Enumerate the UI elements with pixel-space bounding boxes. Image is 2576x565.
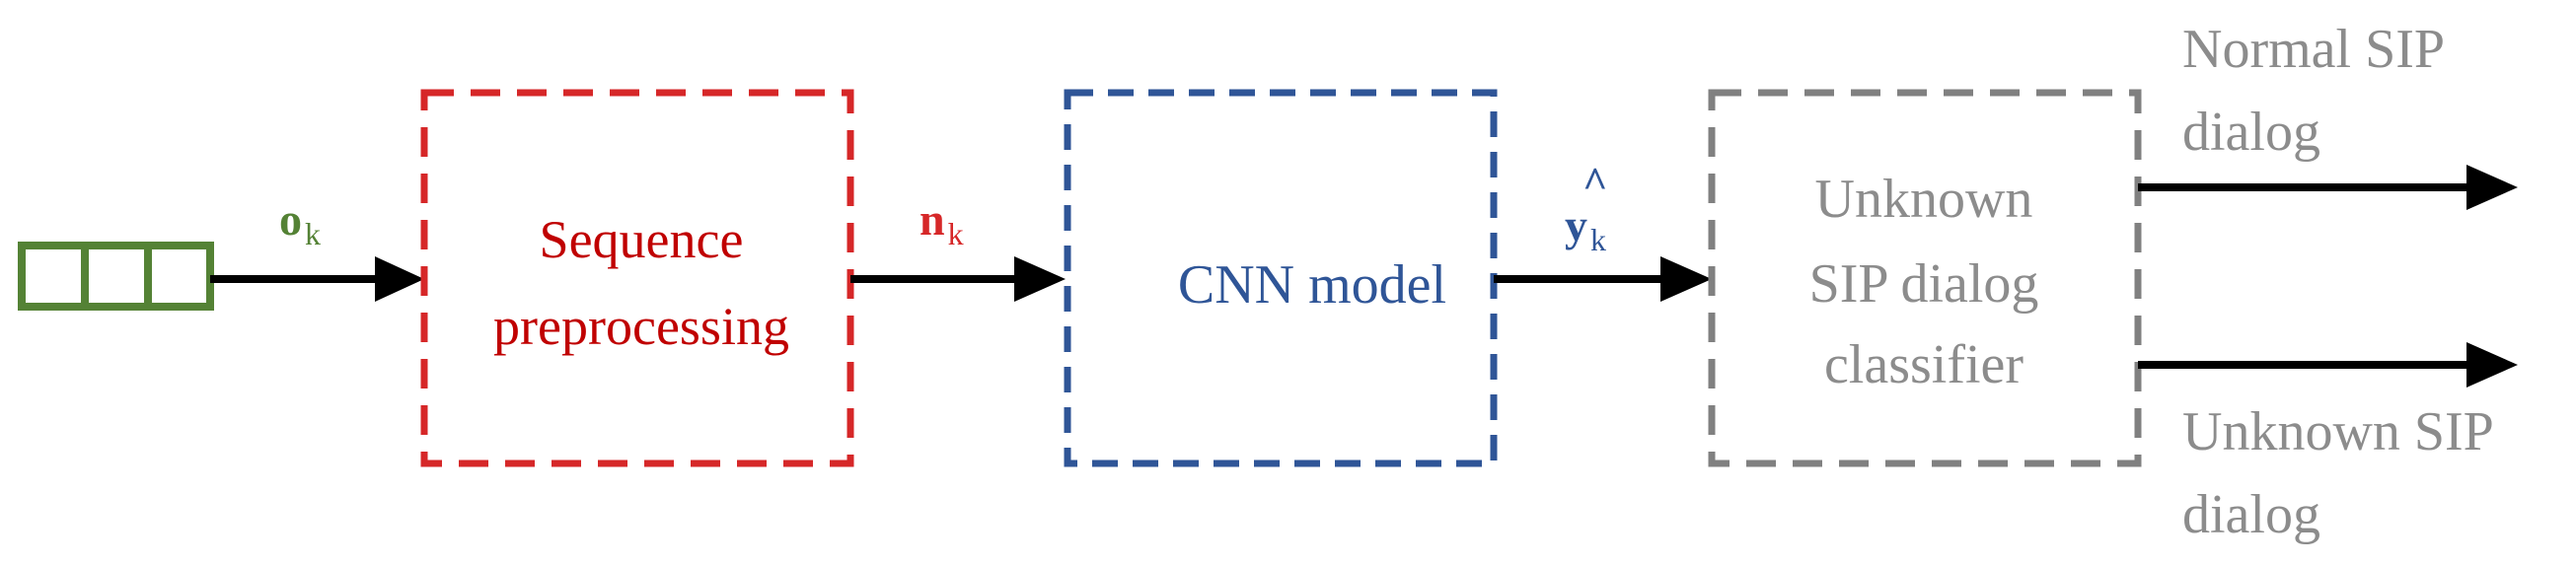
classifier-box: [1708, 89, 2142, 467]
input-cell-2: [81, 242, 152, 311]
cnn-label: CNN model: [1178, 254, 1446, 316]
unknown-output-line1: Unknown SIP: [2182, 401, 2494, 462]
input-label: ok: [279, 194, 321, 251]
arrow-preprocess-to-cnn: [850, 256, 1066, 302]
arrow-normal-output: [2138, 165, 2518, 210]
input-label-subscript: k: [305, 216, 321, 251]
classifier-label-line2: SIP dialog: [1809, 253, 2039, 315]
arrow-cnn-to-classifier: [1494, 256, 1712, 302]
normal-output-line2: dialog: [2182, 102, 2320, 163]
preprocess-label-line2: preprocessing: [493, 297, 789, 356]
normal-output-line1: Normal SIP: [2182, 19, 2445, 80]
cnn-output-label: yk: [1565, 200, 1606, 257]
unknown-output-line2: dialog: [2182, 484, 2320, 545]
preprocess-label-line1: Sequence: [540, 210, 744, 269]
arrow-unknown-output: [2138, 342, 2518, 388]
classifier-label-line3: classifier: [1824, 334, 2024, 395]
preprocess-box: [420, 89, 854, 467]
arrow-input-to-preprocess: [210, 256, 424, 302]
preprocess-output-label: nk: [920, 194, 964, 251]
preprocess-output-subscript: k: [948, 216, 964, 251]
cnn-output-subscript: k: [1590, 222, 1606, 257]
classifier-label-line1: Unknown: [1815, 169, 2033, 230]
input-cell-3: [144, 242, 214, 311]
input-sequence: [18, 242, 214, 311]
input-cell-1: [18, 242, 89, 311]
cnn-output-hat: ^: [1582, 159, 1608, 207]
